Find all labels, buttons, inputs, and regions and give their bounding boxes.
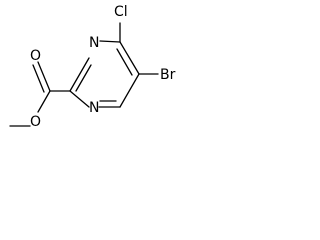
atom-o-ester: O [30,114,41,130]
atom-cl: Cl [114,4,128,20]
atom-n-top: N [89,35,99,51]
structure-canvas: N N Cl Br O O [0,0,200,149]
bond-carbonyl-o-double-inner [32,64,45,93]
bond-c2-n3 [69,57,90,92]
bond-c4-c5-inner [116,48,133,76]
atom-n-bottom: N [89,100,99,116]
bond-carbonyl-o-double [37,61,51,92]
methyl-5-bromo-4-chloropyrimidine-2-carboxylate-structure: N N Cl Br O O [9,4,176,130]
bond-c4-c5 [119,41,140,75]
bond-c5-c6 [119,73,140,108]
bond-n3-c4 [99,40,121,43]
bond-c2-n3-inner [75,64,92,92]
atom-br: Br [160,67,176,83]
bond-n1-c2 [69,90,90,108]
bond-carbonyl-o-single [37,90,51,113]
atom-o-carbonyl: O [30,48,41,64]
pyrimidine-ring [69,40,140,108]
